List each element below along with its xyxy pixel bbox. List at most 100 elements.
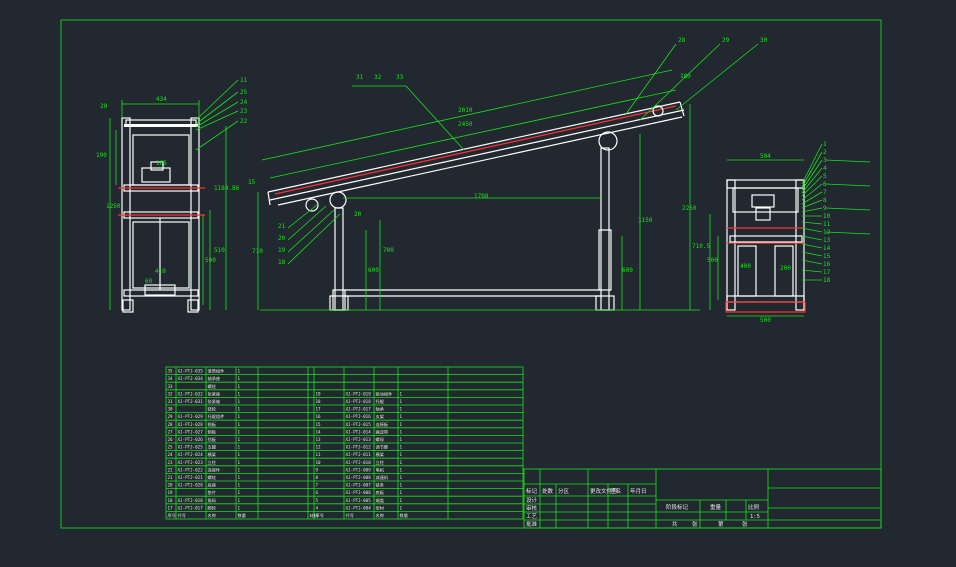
end-balloon-4: 4 — [823, 165, 827, 172]
end-balloon-14: 14 — [823, 245, 831, 252]
bom-cell: XJ-PTJ-015 — [346, 422, 372, 427]
main-balloon-32: 32 — [374, 74, 382, 81]
main-balloon-21: 21 — [278, 223, 286, 230]
bom-cell: 角码 — [208, 497, 216, 504]
side-dim-h2: 500 — [205, 257, 216, 264]
main-balloon-28: 28 — [678, 37, 686, 44]
bom-cell: 侧板 — [208, 421, 217, 428]
tb-sheet-total-unit: 张 — [692, 520, 698, 528]
bom-cell: XJ-PTJ-027 — [178, 429, 204, 434]
bom-cell: 电机 — [376, 466, 385, 473]
bom-cell: 13 — [316, 437, 322, 442]
bom-cell: 1 — [400, 452, 403, 457]
side-balloon-24: 24 — [240, 99, 248, 106]
bom-cell: 横梁 — [376, 451, 385, 458]
bom-cell: 1 — [400, 483, 403, 488]
bom-cell: 18 — [316, 399, 322, 404]
bom-cell: 17 — [168, 505, 174, 510]
title-block: 标记 处数 分区 更改文件号 签名 年月日 设计 审核 工艺 批准 阶段标记 重… — [523, 468, 882, 529]
main-balloon-18: 18 — [278, 259, 286, 266]
main-view: 2010 2450 1708 710 700 600 1150 600 2250… — [248, 37, 768, 311]
tb-label-mark: 标记 — [526, 487, 538, 495]
side-dim-h3: 410 — [155, 268, 166, 275]
bom-cell: 横梁 — [208, 451, 217, 458]
drawing-border — [60, 19, 882, 529]
side-view: 434 20 1250 190 165 510 500 410 60 1184.… — [96, 77, 248, 313]
bom-cell: 18 — [168, 498, 174, 503]
end-leaders — [801, 143, 871, 281]
bom-cell: 12 — [316, 445, 322, 450]
bom-cell: 1 — [238, 475, 241, 480]
end-balloon-18: 18 — [823, 277, 831, 284]
bom-cell: 螺栓 — [208, 383, 217, 390]
bom-cell: XJ-PTJ-025 — [178, 445, 204, 450]
bom-cell: 6 — [316, 490, 319, 495]
main-dim-base: 1708 — [474, 193, 489, 200]
tb-sheet-no: 第 — [718, 520, 724, 528]
bom-cell: 30 — [168, 407, 174, 412]
bom-cell: 33 — [168, 384, 174, 389]
side-dim-mid: 165 — [156, 160, 167, 167]
tb-label-change: 更改文件号 — [590, 487, 618, 495]
bom-cell: XJ-PTJ-008 — [346, 475, 372, 480]
bom-cell: 28 — [168, 422, 174, 427]
bom-cell: XJ-PTJ-010 — [346, 460, 372, 465]
end-balloon-1: 1 — [823, 141, 827, 148]
side-balloon-22: 22 — [240, 118, 248, 125]
bom-cell: 9 — [316, 467, 319, 472]
bom-cell: 1 — [238, 369, 241, 374]
bom-cell: 立柱 — [376, 459, 385, 466]
bom-cell: 1 — [238, 376, 241, 381]
bom-cell: XJ-PTJ-021 — [178, 475, 204, 480]
side-balloon-11: 11 — [240, 77, 248, 84]
bom-cell: 挡板 — [208, 436, 217, 443]
bom-cell: 15 — [316, 422, 322, 427]
bom-cell: 1 — [238, 467, 241, 472]
bom-header-cell: 数量 — [400, 512, 408, 519]
bom-cell: 1 — [400, 429, 403, 434]
bom-cell: 螺母 — [376, 436, 384, 443]
tb-row-approve: 批准 — [526, 520, 538, 528]
bom-cell: 支架 — [376, 413, 384, 420]
bom-cell: 驱动组件 — [376, 390, 393, 397]
end-balloon-16: 16 — [823, 261, 831, 268]
bom-cell: 1 — [238, 422, 241, 427]
bom-cell: 17 — [316, 407, 322, 412]
bom-cell: 调节脚 — [376, 444, 389, 451]
bom-header-cell: 材料 — [310, 512, 319, 519]
bom-cell: 底板 — [376, 489, 385, 496]
bom-cell: 1 — [238, 399, 241, 404]
bom-cell: XJ-PTJ-035 — [178, 369, 204, 374]
bom-cell: 1 — [238, 490, 241, 495]
main-balloon-20: 20 — [278, 235, 286, 242]
bom-header-cell: 序号 — [316, 512, 324, 519]
bom-cell: XJ-PTJ-004 — [346, 505, 372, 510]
end-balloon-11: 11 — [823, 221, 831, 228]
side-balloon-23: 23 — [240, 108, 248, 115]
bom-cell: XJ-PTJ-018 — [346, 399, 372, 404]
tb-scale-value: 1:5 — [750, 514, 760, 520]
bom-cell: 31 — [168, 399, 174, 404]
end-balloon-9: 9 — [823, 205, 827, 212]
bom-header-cell: 名称 — [376, 512, 384, 519]
bom-cell: 1 — [400, 407, 403, 412]
end-balloon-5: 5 — [823, 173, 827, 180]
bom-cell: 8 — [316, 475, 319, 480]
tb-label-date: 年月日 — [630, 487, 647, 495]
bom-cell: XJ-PTJ-028 — [178, 422, 204, 427]
bom-cell: XJ-PTJ-023 — [178, 460, 204, 465]
end-balloon-2: 2 — [823, 149, 827, 156]
bom-cell: XJ-PTJ-006 — [346, 490, 372, 495]
bom-cell: 1 — [400, 490, 403, 495]
bom-cell: 5 — [316, 498, 319, 503]
bom-cell: 螺栓 — [208, 474, 217, 481]
bom-cell: 输送带 — [376, 428, 389, 435]
bom-cell: 1 — [400, 437, 403, 442]
main-dim-small: 20 — [354, 211, 362, 218]
bom-cell: 脚轮 — [208, 504, 217, 511]
side-dim-inner: 1184.86 — [214, 185, 240, 192]
end-balloon-8: 8 — [823, 197, 827, 204]
bom-cell: 1 — [400, 475, 403, 480]
bom-header-cell: 名称 — [208, 512, 216, 519]
